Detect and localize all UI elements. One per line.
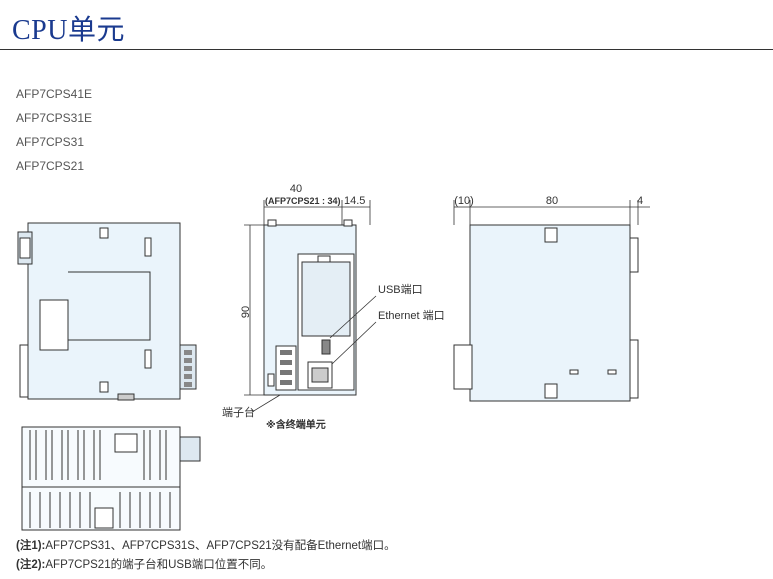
note-2: (注2):AFP7CPS21的端子台和USB端口位置不同。 <box>16 556 396 575</box>
model-name: AFP7CPS21 <box>16 159 85 173</box>
terminal-label: 端子台 <box>222 405 255 419</box>
note-1: (注1):AFP7CPS31、AFP7CPS31S、AFP7CPS21没有配备E… <box>16 537 396 556</box>
note-tag: (注1): <box>16 540 46 552</box>
dim-side-right: 4 <box>637 195 643 207</box>
front-view-drawing <box>263 219 357 396</box>
page-title: CPU单元 <box>12 15 125 46</box>
dim-side-left: (10) <box>454 195 474 207</box>
note-text: AFP7CPS21的端子台和USB端口位置不同。 <box>45 559 273 571</box>
model-name: AFP7CPS31E <box>16 111 93 125</box>
dim-front-depth: 14.5 <box>344 195 365 207</box>
note-text: AFP7CPS31、AFP7CPS31S、AFP7CPS21没有配备Ethern… <box>45 540 396 552</box>
dim-front-sub: (AFP7CPS21 : 34) <box>265 196 341 206</box>
notes: (注1):AFP7CPS31、AFP7CPS31S、AFP7CPS21没有配备E… <box>16 537 396 575</box>
title-divider <box>0 49 773 50</box>
terminal-note: ※含终端单元 <box>266 418 326 431</box>
front-dimension-lines <box>244 200 377 413</box>
dim-front-width: 40 <box>290 183 302 195</box>
model-name: AFP7CPS41E <box>16 87 93 101</box>
usb-port-label: USB端口 <box>378 283 423 296</box>
note-tag: (注2): <box>16 559 46 571</box>
dim-side-width: 80 <box>546 195 558 207</box>
side-view-drawing <box>453 224 639 402</box>
side-dimension-lines <box>453 200 650 225</box>
bottom-view-drawing <box>21 426 201 531</box>
ethernet-port-label: Ethernet 端口 <box>378 309 445 322</box>
model-name: AFP7CPS31 <box>16 135 85 149</box>
dim-height: 90 <box>240 306 252 318</box>
top-view-drawing <box>17 222 197 401</box>
